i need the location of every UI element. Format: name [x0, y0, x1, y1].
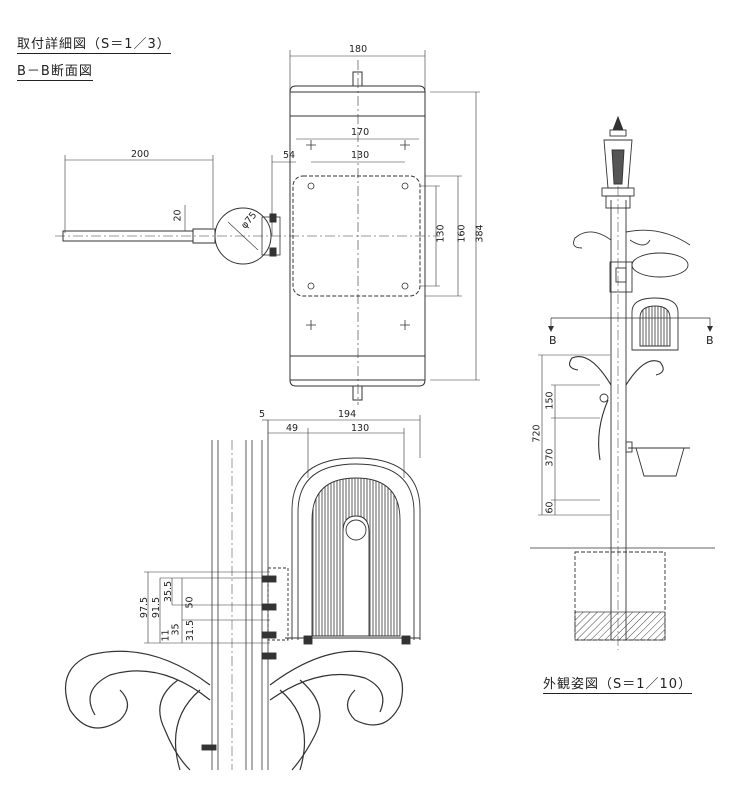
- dim-130-detail: 130: [351, 423, 370, 434]
- top-plate-view: [55, 50, 480, 405]
- exterior-title: 外観姿図（S＝1／10）: [543, 673, 693, 694]
- dim-11: 11: [160, 629, 172, 642]
- mailbox-outer: [291, 457, 421, 640]
- detail-view: [64, 415, 421, 771]
- dim-160: 160: [456, 224, 468, 243]
- dim-54: 54: [283, 150, 296, 161]
- dim-194: 194: [338, 409, 357, 420]
- scroll-ornament: [64, 650, 404, 771]
- bolt-marks: [306, 140, 410, 330]
- dim-370: 370: [544, 448, 556, 467]
- bottom-knob: [352, 385, 363, 401]
- dim-35: 35: [170, 623, 182, 636]
- lantern: [601, 115, 635, 209]
- dim-50: 50: [184, 596, 196, 609]
- dim-130-top: 130: [351, 150, 370, 161]
- dim-35-5: 35.5: [163, 580, 175, 603]
- dim-5: 5: [259, 409, 266, 420]
- section-mark-left: B: [549, 334, 557, 347]
- dim-720: 720: [531, 424, 543, 443]
- section-mark-right: B: [706, 334, 714, 347]
- dim-49: 49: [286, 423, 299, 434]
- pipe-circle: [214, 207, 272, 265]
- dim-130-right: 130: [435, 224, 447, 243]
- dim-60: 60: [544, 501, 556, 514]
- detail-title: 取付詳細図（S＝1／3）: [17, 33, 171, 54]
- dim-170: 170: [351, 127, 370, 138]
- dim-91-5: 91.5: [151, 596, 163, 619]
- top-knob: [352, 71, 363, 87]
- dim-31-5: 31.5: [185, 619, 197, 642]
- dim-200: 200: [131, 149, 150, 160]
- dim-384: 384: [474, 224, 486, 243]
- section-title: B－B断面図: [17, 60, 93, 81]
- dim-97-5: 97.5: [139, 596, 151, 619]
- dim-20: 20: [172, 209, 184, 222]
- dim-150: 150: [544, 391, 556, 410]
- exterior-view: [530, 115, 715, 650]
- planter: [635, 447, 685, 477]
- dim-180: 180: [349, 44, 368, 55]
